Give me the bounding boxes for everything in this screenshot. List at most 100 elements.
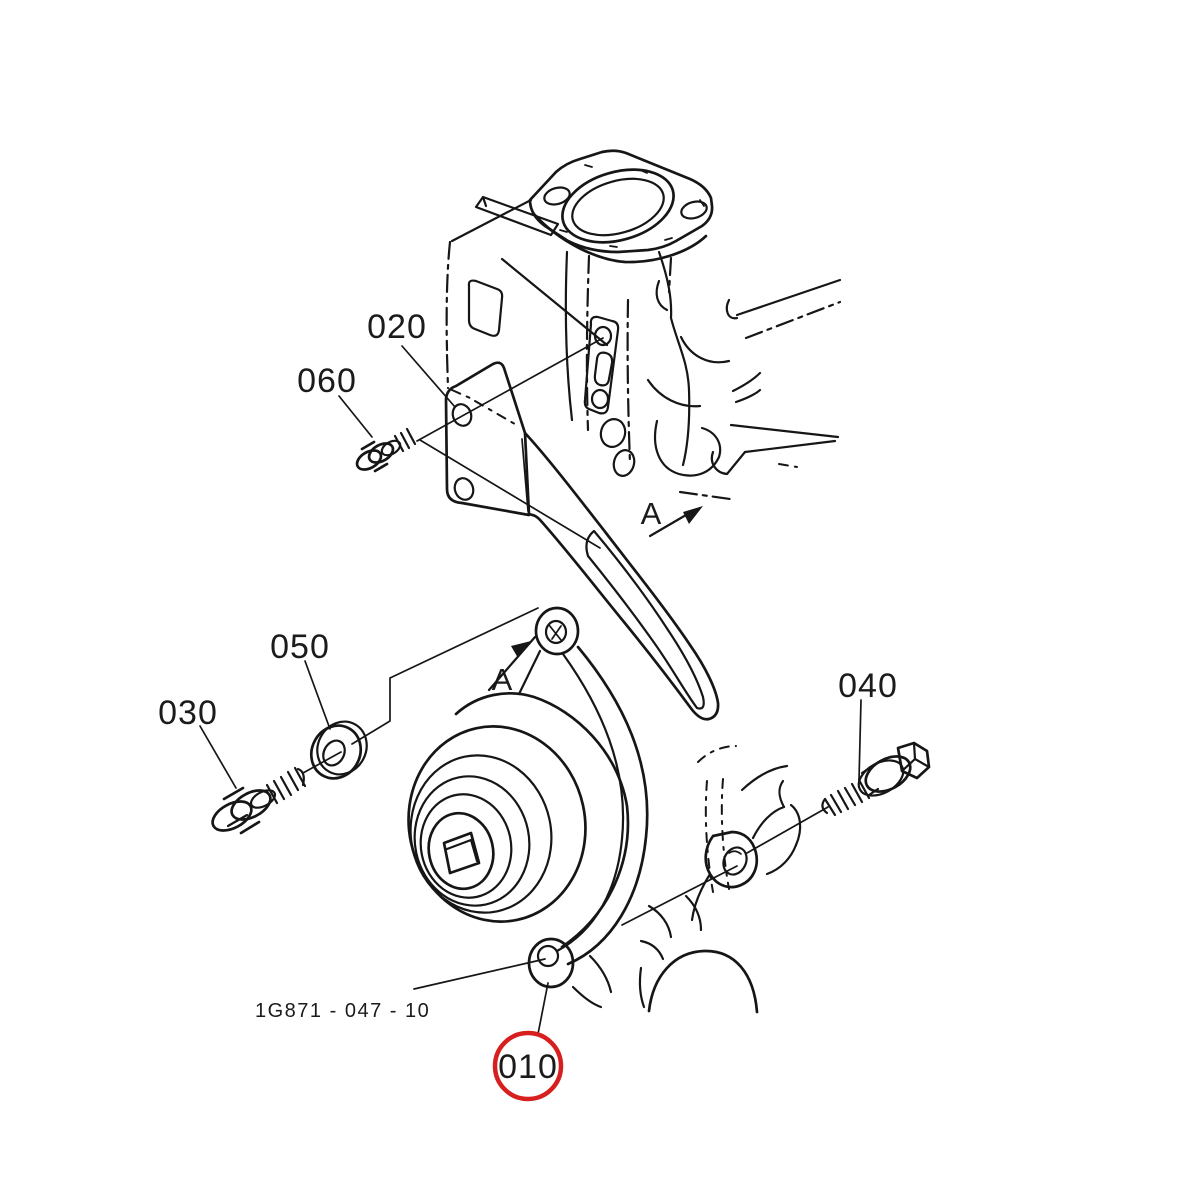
view-arrow-a1-head (683, 506, 703, 524)
gear-case-drawing (571, 745, 802, 1014)
pulley-rim-1 (407, 725, 587, 923)
tower-foot (653, 419, 722, 477)
flange-bolt-hole-right (680, 200, 708, 220)
flange-bore-outer (561, 168, 675, 244)
case-fork-1 (751, 805, 786, 840)
case-fork-2 (765, 843, 798, 876)
flange-bolt-hole-left (543, 186, 571, 206)
part-stay-bracket (444, 361, 720, 721)
pad-hole-bottom (590, 388, 610, 410)
phantom-dash-2 (678, 490, 732, 501)
flange-outline (528, 149, 714, 254)
bolt030-head-front (230, 789, 272, 821)
upper-boss-cross-marks (548, 624, 562, 641)
view-arrow-a2: A (487, 635, 537, 697)
stay-hole-bottom (453, 477, 475, 501)
callout-020[interactable]: 020 (367, 308, 456, 408)
washer-outer (309, 724, 363, 780)
bolt030-collar (249, 789, 277, 809)
callout-030[interactable]: 030 (158, 694, 237, 789)
upper-boss (534, 606, 580, 656)
bolt060-head-front (367, 442, 395, 464)
head-pocket (467, 279, 504, 337)
lower-boss-axis-line (413, 958, 546, 990)
dynamo-strap-inner (555, 652, 625, 953)
case-wave-3 (639, 939, 665, 961)
view-label-a2: A (492, 662, 513, 697)
lower-boss-hole (536, 944, 560, 968)
callout-010-highlighted[interactable]: 010 (492, 982, 564, 1102)
pulley-dome (647, 949, 759, 1014)
flange-hatch-marks (559, 164, 705, 248)
phantom-rail-4 (743, 439, 837, 454)
highlight-circle-010 (492, 1030, 564, 1102)
bolt030-tip (296, 767, 305, 787)
dynamo-strap-outer (566, 645, 649, 966)
callout-050[interactable]: 050 (270, 628, 331, 730)
phantom-curve-1 (655, 279, 669, 312)
axis-bolt030-washer (302, 607, 539, 774)
dynamo-body (454, 692, 630, 949)
view-arrow-a1-line (648, 513, 688, 538)
stay-bend-line (521, 438, 529, 512)
axis-bolt060 (416, 337, 604, 442)
pad-hole-top (593, 325, 613, 347)
case-wave-4 (571, 954, 613, 1009)
washer-thickness (316, 720, 368, 776)
case-oval-hole-2 (612, 449, 636, 477)
part-bolt-040 (821, 741, 931, 817)
pulley-dome-left (638, 966, 646, 1009)
stay-plate (444, 361, 531, 517)
bolt060-head-edges (360, 440, 389, 473)
bolt040-shank (860, 765, 880, 797)
pad-slot (593, 351, 614, 387)
leader-line-040 (858, 699, 862, 781)
leader-line-020 (401, 345, 456, 408)
lug-hole-shadow (728, 850, 742, 855)
callout-label-030[interactable]: 030 (158, 694, 218, 732)
view-label-a1: A (641, 496, 662, 531)
leader-line-050 (304, 660, 331, 730)
phantom-edge-vert (667, 256, 673, 294)
pulley-face (427, 811, 495, 891)
stay-slot (585, 529, 705, 710)
bolt060-head-rear (355, 449, 383, 471)
leader-line-010 (537, 982, 549, 1035)
view-arrow-a1: A (641, 496, 703, 538)
callout-label-010[interactable]: 010 (498, 1048, 558, 1086)
callout-label-040[interactable]: 040 (838, 667, 898, 705)
callout-040[interactable]: 040 (838, 667, 898, 781)
dynamo-neck (517, 649, 542, 696)
callout-label-020[interactable]: 020 (367, 308, 427, 346)
axis-bolt040 (621, 806, 829, 926)
callout-label-060[interactable]: 060 (297, 362, 357, 400)
head-rib (474, 195, 560, 237)
stay-arm (523, 431, 720, 721)
callout-label-050[interactable]: 050 (270, 628, 330, 666)
case-wave-1 (647, 904, 673, 939)
phantom-hook-2 (710, 450, 747, 476)
callout-060[interactable]: 060 (297, 362, 373, 438)
bolt060-threads (393, 427, 417, 453)
bolt040-flange-rear (857, 759, 905, 797)
phantom-saddle (646, 335, 731, 408)
lug-lower-edge (690, 872, 712, 922)
case-hook (778, 779, 786, 809)
bolt060-collar (380, 439, 402, 457)
pulley-square-drive (442, 831, 481, 875)
leader-line-060 (338, 395, 373, 438)
phantom-rail-2 (744, 300, 842, 340)
tower-hidden-edge-2 (626, 298, 632, 465)
square-drive-depth (445, 838, 479, 863)
tower-left-edge (564, 250, 574, 422)
pulley-rim-3 (413, 775, 531, 907)
part-bolt-030 (211, 766, 307, 835)
bolt030-head-rear (211, 800, 253, 832)
washer-hole (322, 739, 346, 767)
phantom-dash-1 (778, 463, 798, 468)
head-bottom-edge (451, 389, 521, 428)
bolt040-threads (823, 778, 871, 817)
part-washer-050 (309, 720, 368, 780)
mounting-lug (704, 830, 759, 889)
